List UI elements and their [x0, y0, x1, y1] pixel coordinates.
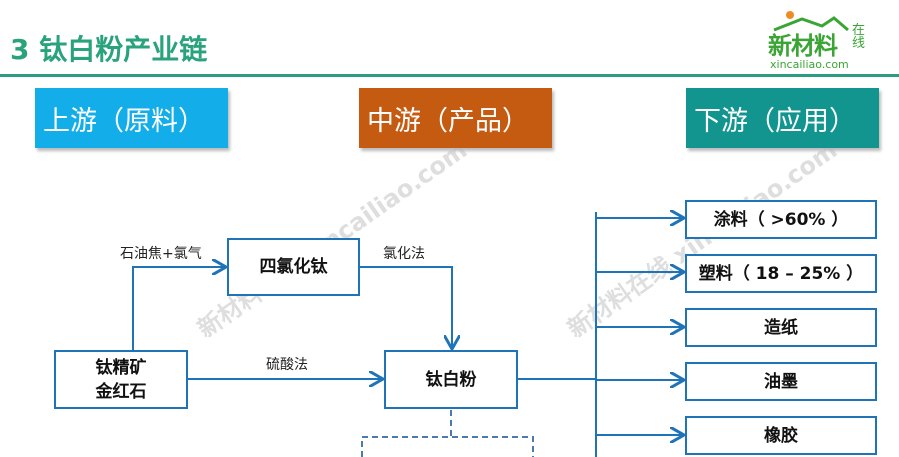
stage-midstream: 中游（产品） [359, 88, 552, 148]
edge-ore-ticl4 [132, 267, 226, 350]
edge-label-coke-chlorine: 石油焦+氯气 [120, 246, 202, 262]
app-plastics: 塑料（ 18 – 25% ） [685, 254, 877, 293]
stage-upstream: 上游（原料） [35, 88, 228, 148]
house-logo-icon [773, 11, 849, 32]
edge-label-sulfate: 硫酸法 [266, 357, 308, 373]
title-divider [0, 74, 899, 77]
node-tio2: 钛白粉 [384, 350, 518, 409]
node-titanium-ore: 钛精矿 金红石 [54, 350, 188, 409]
app-coatings: 涂料（ >60% ） [685, 200, 877, 239]
app-ink: 油墨 [685, 362, 877, 401]
stage-downstream: 下游（应用） [686, 88, 879, 148]
app-rubber: 橡胶 [685, 416, 877, 455]
page-title: 3 钛白粉产业链 [10, 33, 208, 66]
app-paper: 造纸 [685, 308, 877, 347]
edge-label-chloride: 氯化法 [383, 246, 425, 262]
logo: 新材料 在线 xincailiao.com [768, 10, 878, 74]
edge-ticl4-tio2 [360, 266, 452, 349]
node-ticl4: 四氯化钛 [227, 238, 360, 296]
